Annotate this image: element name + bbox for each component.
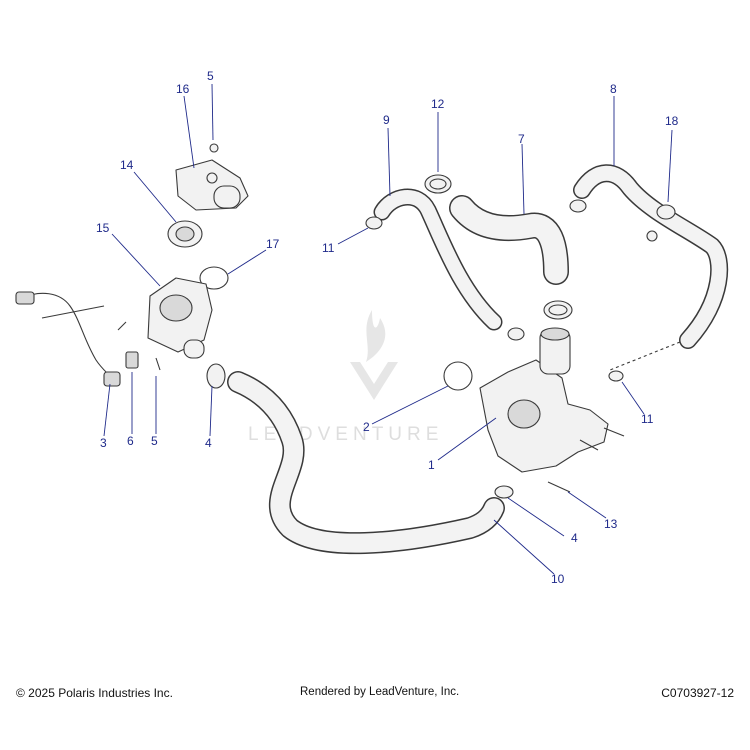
wire-harness-3 xyxy=(15,291,121,387)
clamp-8-upper xyxy=(569,199,587,213)
callout-1: 1 xyxy=(428,458,435,472)
flame-logo-icon xyxy=(366,310,386,362)
callout-16: 16 xyxy=(176,82,190,96)
thermostat-cover-16 xyxy=(175,143,249,211)
hose-10 xyxy=(227,371,505,555)
callout-6: 6 xyxy=(127,434,134,448)
v-logo-icon xyxy=(350,362,398,400)
callout-7: 7 xyxy=(518,132,525,146)
hose-9 xyxy=(373,188,503,331)
drawing-number: C0703927-12 xyxy=(661,686,734,700)
thermostat-housing-15 xyxy=(147,277,213,359)
callout-9: 9 xyxy=(383,113,390,127)
clamp-7-lower xyxy=(543,300,573,320)
clamp-11-lower xyxy=(507,327,525,341)
sensor-6 xyxy=(125,351,139,369)
clamp-4-left xyxy=(206,363,226,389)
callout-17: 17 xyxy=(266,237,280,251)
callout-11-right: 11 xyxy=(641,412,654,426)
callout-13: 13 xyxy=(604,517,618,531)
o-ring-2 xyxy=(443,361,473,391)
callout-11-left: 11 xyxy=(322,241,335,255)
callout-15: 15 xyxy=(96,221,110,235)
callout-3: 3 xyxy=(100,436,107,450)
gasket-17 xyxy=(199,266,229,290)
callout-10: 10 xyxy=(551,572,565,586)
callout-14: 14 xyxy=(120,158,134,172)
callout-18: 18 xyxy=(665,114,679,128)
hose-8 xyxy=(573,164,729,349)
bolts-13 xyxy=(547,427,625,493)
bolt-5-lower xyxy=(155,357,161,371)
thermostat-14 xyxy=(167,220,203,248)
clamp-11-upper xyxy=(365,216,383,230)
callout-2: 2 xyxy=(363,420,370,434)
hose-7 xyxy=(449,195,569,285)
copyright-text: © 2025 Polaris Industries Inc. xyxy=(16,686,173,700)
clamp-11-right xyxy=(608,370,624,382)
clamp-18 xyxy=(646,204,676,242)
callout-8: 8 xyxy=(610,82,617,96)
leader-lines xyxy=(103,83,673,575)
callout-4-right: 4 xyxy=(571,531,578,545)
callout-labels: 1 2 3 4 4 5 5 6 7 8 9 10 11 11 12 13 14 … xyxy=(96,69,679,586)
callout-5-top: 5 xyxy=(207,69,214,83)
callout-4-left: 4 xyxy=(205,436,212,450)
clamp-12 xyxy=(424,174,452,194)
callout-12: 12 xyxy=(431,97,445,111)
bolt-housing-upper xyxy=(117,321,127,331)
clamp-4-right xyxy=(494,485,514,499)
callout-5-bottom: 5 xyxy=(151,434,158,448)
water-pump-1 xyxy=(479,327,609,473)
rendered-by-text: Rendered by LeadVenture, Inc. xyxy=(300,686,460,698)
